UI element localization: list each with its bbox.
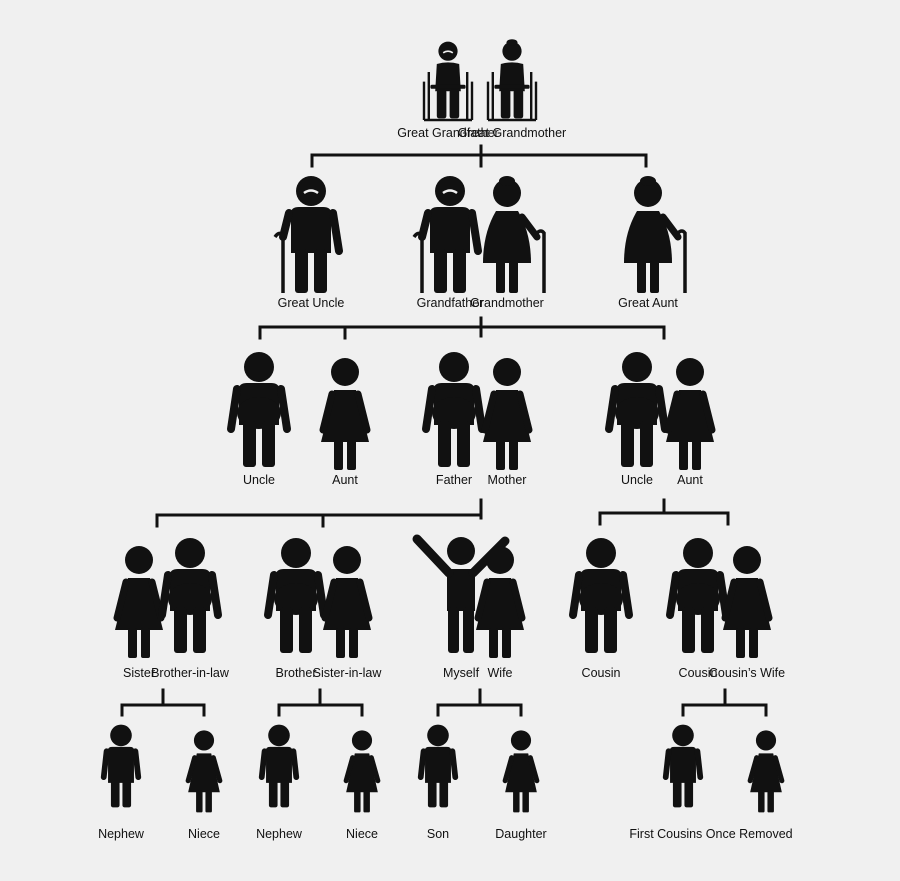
person-label-wife: Wife (487, 666, 513, 680)
man-icon (666, 538, 730, 653)
woman-icon (664, 358, 716, 470)
person-figures (100, 39, 785, 813)
elderly-woman-wheelchair-icon (486, 39, 538, 122)
person-label-great-grandfather: Great Grandfather (397, 126, 499, 140)
woman-icon (474, 546, 526, 658)
person-label-grandmother: Grandmother (470, 296, 544, 310)
person-label-sister-in-law: Sister-in-law (312, 666, 382, 680)
person-label-aunt-2: Aunt (677, 473, 703, 487)
boy-icon (100, 724, 142, 808)
person-label-father: Father (435, 473, 473, 487)
boy-icon (662, 724, 704, 808)
man-icon (422, 352, 486, 467)
person-label-sister: Sister (123, 666, 155, 680)
man-icon (569, 538, 633, 653)
person-label-brother: Brother (275, 666, 317, 680)
man-icon (264, 538, 328, 653)
man-icon (227, 352, 291, 467)
girl-icon (185, 730, 223, 813)
person-label-son: Son (426, 827, 450, 841)
person-label-niece-2: Niece (346, 827, 378, 841)
person-label-nephew-1: Nephew (98, 827, 144, 841)
man-icon (605, 352, 669, 467)
girl-icon (343, 730, 381, 813)
boy-icon (417, 724, 459, 808)
connector-lines (120, 144, 768, 717)
woman-icon (113, 546, 165, 658)
person-label-great-grandmother: Great Grandmother (457, 126, 567, 140)
elderly-woman-cane-icon (624, 176, 687, 293)
boy-icon (258, 724, 300, 808)
elderly-man-cane-icon (273, 176, 343, 293)
person-label-great-aunt: Great Aunt (618, 296, 678, 310)
person-label-nephew-2: Nephew (256, 827, 302, 841)
person-label-uncle-1: Uncle (243, 473, 275, 487)
person-label-cousins-wife: Cousin’s Wife (708, 666, 786, 680)
person-label-daughter: Daughter (495, 827, 547, 841)
woman-icon (321, 546, 373, 658)
person-label-cousin-2: Cousin (678, 666, 718, 680)
person-label-grandfather: Grandfather (416, 296, 484, 310)
person-label-mother: Mother (487, 473, 527, 487)
woman-icon (481, 358, 533, 470)
elderly-woman-cane-icon (483, 176, 546, 293)
elderly-man-cane-icon (412, 176, 482, 293)
person-label-brother-in-law: Brother-in-law (151, 666, 229, 680)
group-label-first-cousins-once-removed: First Cousins Once Removed (629, 827, 793, 841)
person-label-uncle-2: Uncle (621, 473, 653, 487)
person-label-cousin-1: Cousin (581, 666, 621, 680)
woman-icon (319, 358, 371, 470)
man-icon (158, 538, 222, 653)
person-label-great-uncle: Great Uncle (277, 296, 345, 310)
girl-icon (502, 730, 540, 813)
person-label-myself: Myself (442, 666, 480, 680)
person-label-niece-1: Niece (188, 827, 220, 841)
girl-icon (747, 730, 785, 813)
elderly-man-wheelchair-icon (422, 41, 474, 122)
person-label-aunt-1: Aunt (332, 473, 358, 487)
woman-icon (721, 546, 773, 658)
